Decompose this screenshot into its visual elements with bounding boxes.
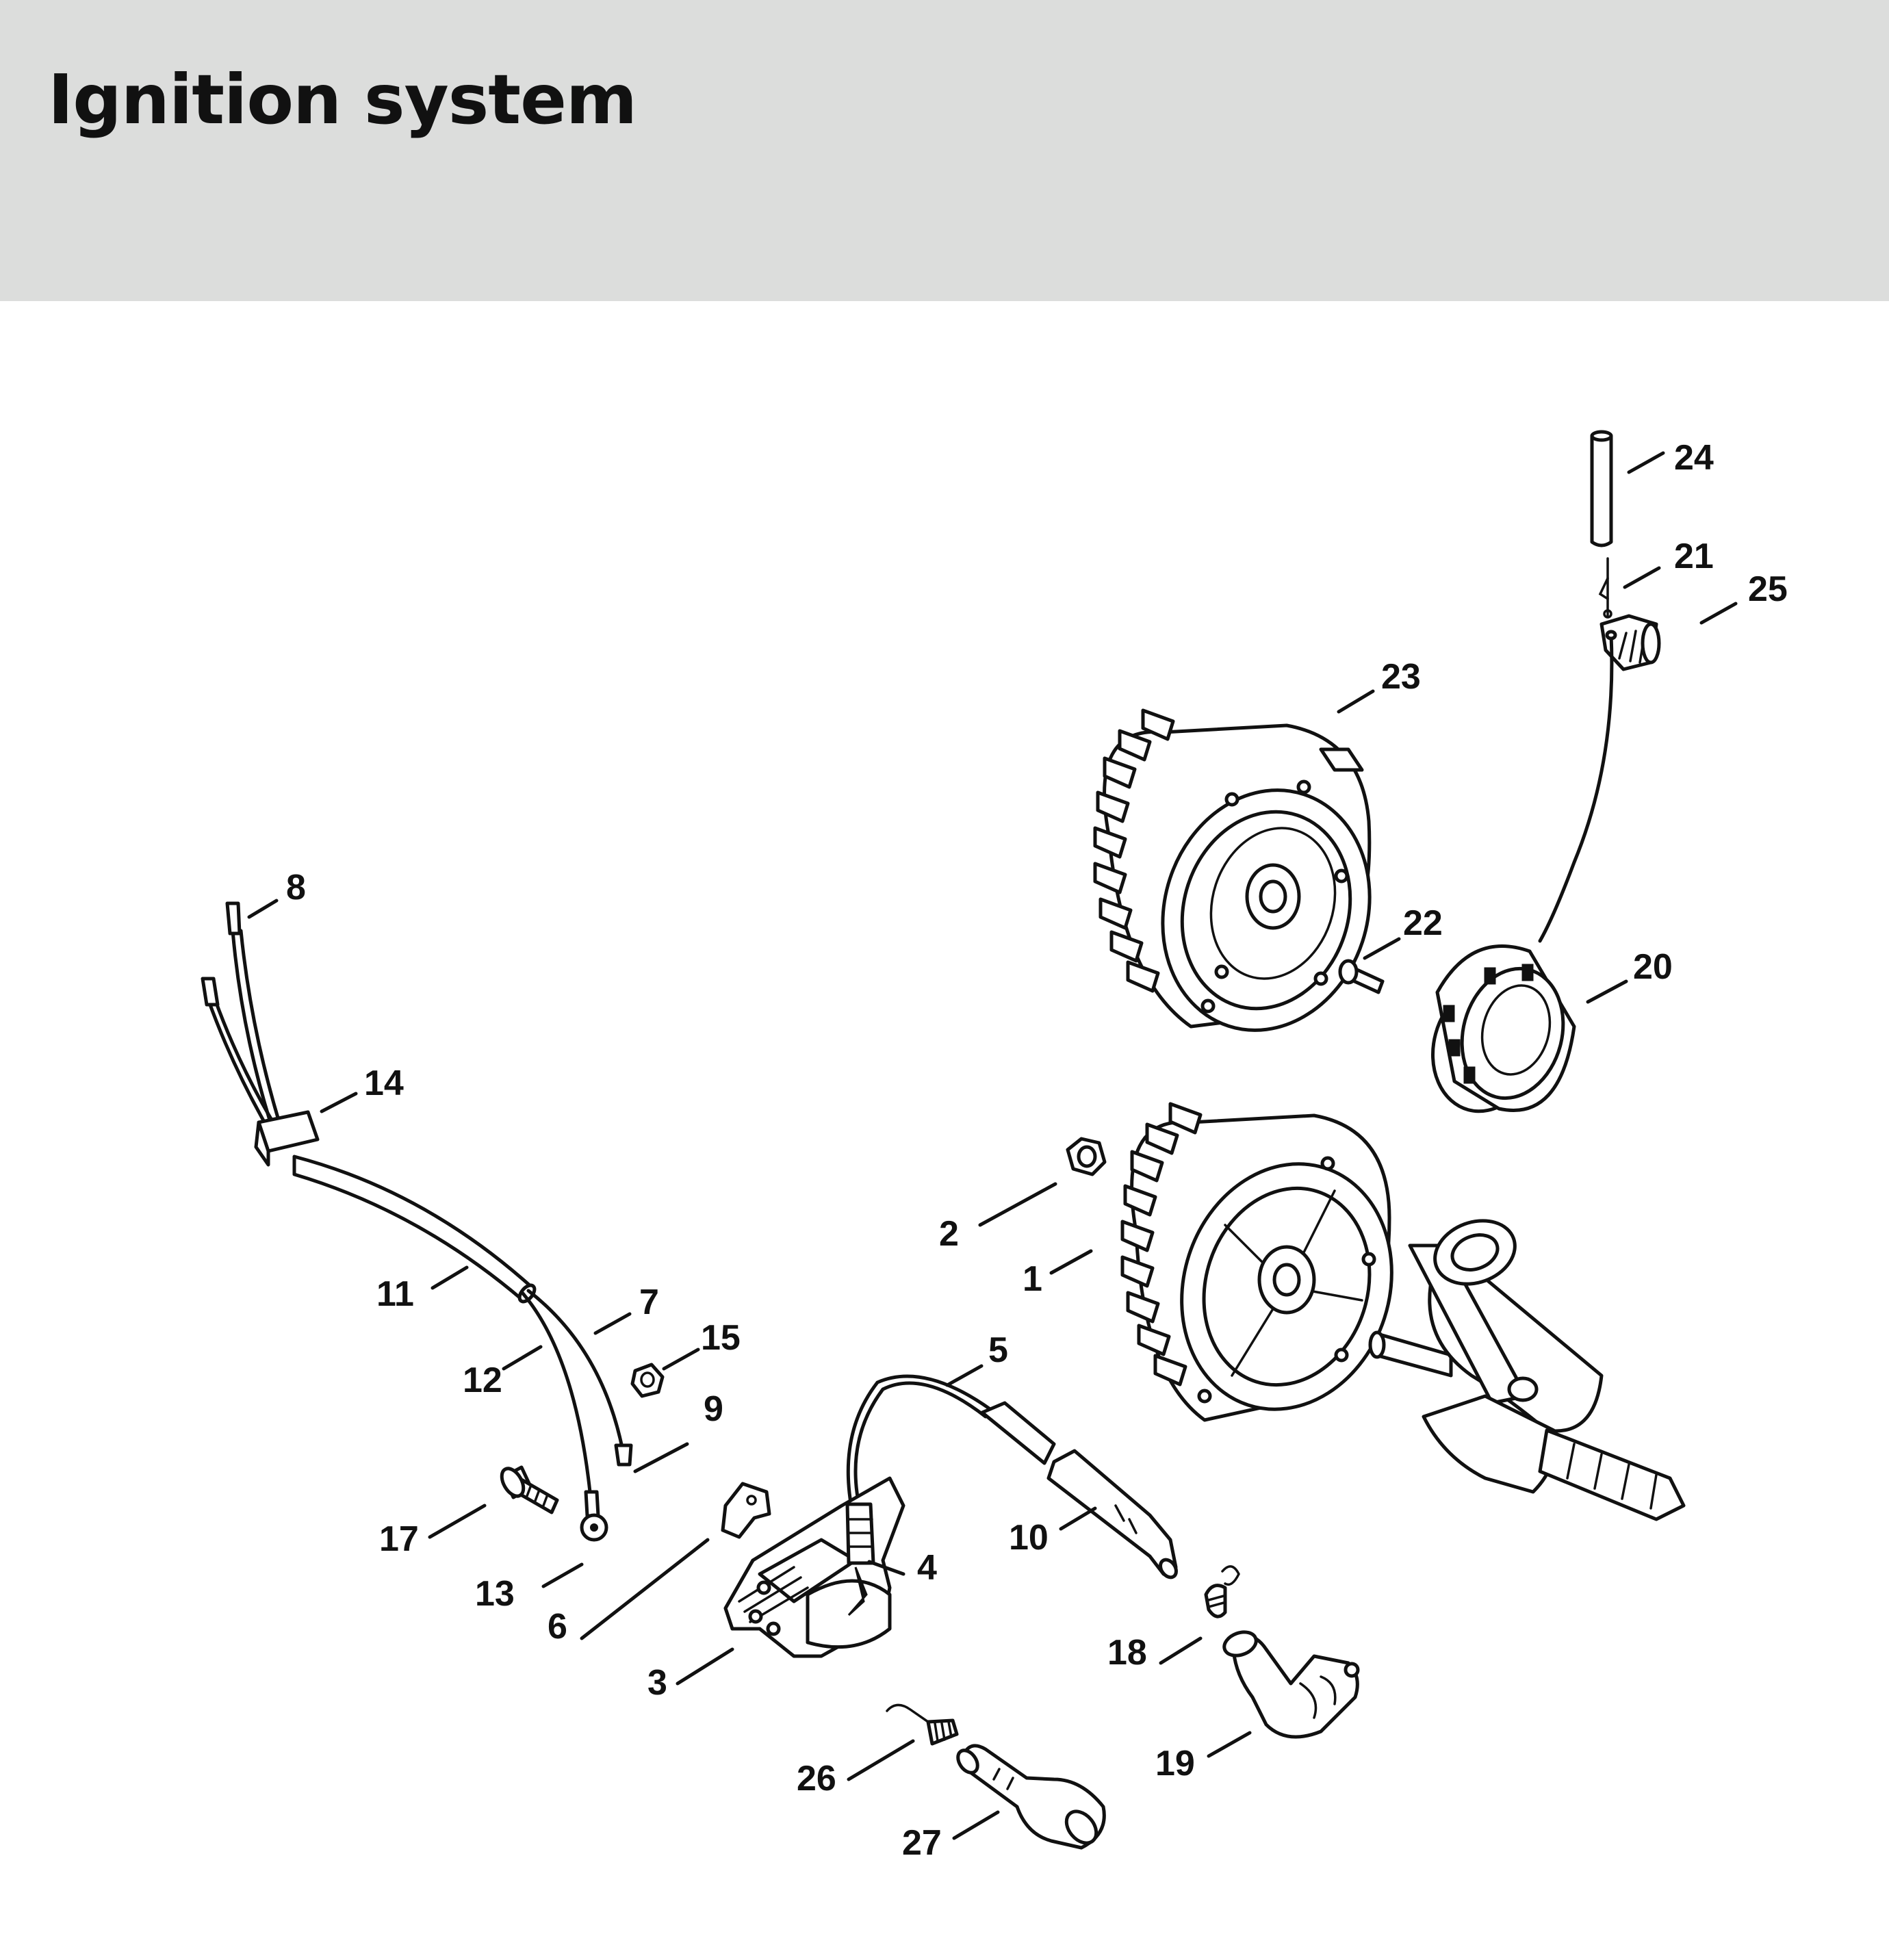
part-21-pin	[1598, 557, 1612, 619]
part-1-flywheel	[1122, 1104, 1393, 1422]
callout-14: 14	[364, 1063, 404, 1103]
callout-25: 25	[1748, 569, 1788, 609]
callout-13: 13	[475, 1574, 515, 1614]
part-20-lead-wire	[1538, 633, 1614, 943]
part-22-screw	[1338, 959, 1385, 994]
callout-22: 22	[1403, 903, 1443, 943]
part-26-spring	[886, 1703, 959, 1746]
callout-11: 11	[376, 1274, 414, 1314]
callout-20: 20	[1633, 947, 1673, 987]
part-5-ignition-lead	[846, 1374, 1178, 1579]
callout-12: 12	[463, 1361, 502, 1400]
callout-24: 24	[1674, 438, 1714, 478]
callout-leaders	[247, 451, 1738, 1840]
part-18-spring	[1204, 1565, 1240, 1619]
callout-15: 15	[701, 1318, 741, 1358]
part-24-rod	[1590, 430, 1613, 547]
part-20-ignition-module	[1430, 944, 1576, 1113]
callout-10: 10	[1009, 1518, 1049, 1558]
callout-26: 26	[797, 1759, 836, 1798]
callout-2: 2	[939, 1214, 959, 1254]
crankshaft	[1368, 1219, 1686, 1521]
part-19-spark-plug-boot	[1222, 1630, 1360, 1739]
part-25-grommet	[1599, 614, 1661, 671]
part-6-clip	[721, 1482, 771, 1539]
callout-4: 4	[917, 1548, 937, 1588]
part-27-spark-plug-boot	[956, 1744, 1106, 1850]
callout-5: 5	[988, 1330, 1008, 1370]
callout-6: 6	[548, 1607, 567, 1647]
part-23-flywheel	[1095, 710, 1372, 1032]
callout-labels: 24 21 25 23 22 20 8 14 2 1 11 7 12 15 5 …	[286, 438, 1788, 1863]
callout-17: 17	[379, 1519, 419, 1559]
callout-9: 9	[704, 1389, 723, 1429]
callout-19: 19	[1155, 1744, 1195, 1783]
callout-23: 23	[1381, 657, 1421, 697]
callout-27: 27	[902, 1823, 942, 1863]
part-17-screw	[500, 1465, 559, 1514]
callout-8: 8	[286, 868, 306, 907]
callout-18: 18	[1107, 1633, 1147, 1673]
part-3-ignition-coil	[723, 1476, 905, 1658]
part-harness	[201, 901, 633, 1542]
callout-1: 1	[1023, 1259, 1042, 1299]
part-15-nut	[630, 1363, 665, 1398]
callout-3: 3	[647, 1663, 667, 1703]
part-2-nut	[1066, 1137, 1107, 1176]
page-title: Ignition system	[48, 60, 637, 140]
callout-7: 7	[639, 1282, 659, 1322]
callout-21: 21	[1674, 537, 1714, 576]
title-banner: Ignition system	[0, 0, 1889, 301]
